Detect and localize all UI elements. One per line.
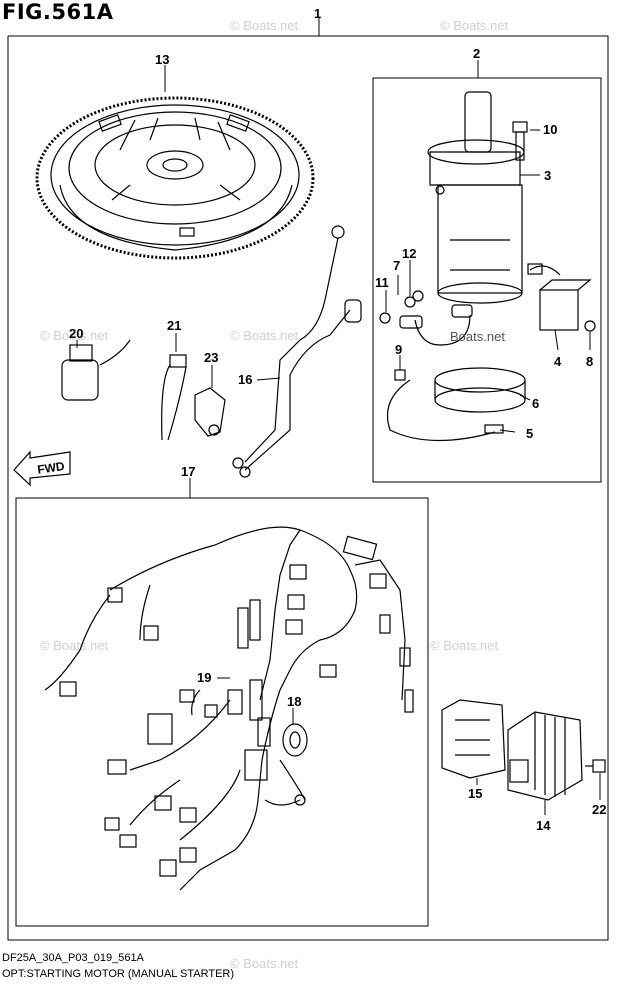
watermark: © Boats.net <box>230 956 299 971</box>
figure-title: FIG.561A <box>2 0 114 24</box>
watermark: © Boats.net <box>40 638 109 653</box>
flywheel-part <box>35 96 315 260</box>
callout-14: 14 <box>536 818 551 833</box>
watermarks: © Boats.net © Boats.net © Boats.net © Bo… <box>40 18 509 971</box>
callout-10: 10 <box>543 122 557 137</box>
watermark: © Boats.net <box>230 18 299 33</box>
callout-13: 13 <box>155 52 169 67</box>
cable-tie-part <box>161 354 187 441</box>
watermark: © Boats.net <box>230 328 299 343</box>
starter-relay-part <box>527 263 596 332</box>
outer-frame <box>7 18 609 941</box>
callout-17: 17 <box>181 464 195 479</box>
callout-18: 18 <box>287 694 301 709</box>
harness-frame <box>15 478 429 927</box>
watermark-center: Boats.net <box>450 329 505 344</box>
callout-1: 1 <box>314 6 321 21</box>
clamp-band-part <box>386 367 526 442</box>
figure-code: DF25A_30A_P03_019_561A <box>2 952 144 964</box>
bolt-part <box>512 121 528 161</box>
sensor-part <box>61 339 131 401</box>
battery-cable-part <box>232 225 362 478</box>
callout-21: 21 <box>167 318 181 333</box>
starter-motor-part <box>427 91 525 304</box>
callout-9: 9 <box>395 342 402 357</box>
callout-20: 20 <box>69 326 83 341</box>
callout-19: 19 <box>197 670 211 685</box>
callout-8: 8 <box>586 354 593 369</box>
starter-cable-part <box>379 290 473 346</box>
wiring-harness-part <box>44 526 414 891</box>
rectifier-part <box>441 699 606 801</box>
forward-label: FWD <box>36 459 65 477</box>
callout-4: 4 <box>554 354 562 369</box>
callout-6: 6 <box>532 396 539 411</box>
clip-part <box>194 387 226 437</box>
callout-7: 7 <box>393 258 400 273</box>
watermark: © Boats.net <box>440 18 509 33</box>
callout-23: 23 <box>204 350 218 365</box>
callout-11: 11 <box>375 275 389 290</box>
figure-caption: OPT:STARTING MOTOR (MANUAL STARTER) <box>2 968 235 980</box>
callout-15: 15 <box>468 786 482 801</box>
callout-2: 2 <box>473 46 480 61</box>
watermark: © Boats.net <box>430 638 499 653</box>
callout-5: 5 <box>526 426 533 441</box>
watermark: © Boats.net <box>40 328 109 343</box>
leader-lines <box>76 129 601 815</box>
callout-22: 22 <box>592 802 606 817</box>
forward-arrow-icon: FWD <box>13 450 71 487</box>
callout-16: 16 <box>238 372 252 387</box>
callout-3: 3 <box>544 168 551 183</box>
callout-12: 12 <box>402 246 416 261</box>
starter-motor-frame <box>372 60 602 483</box>
callout-labels: 1 2 3 4 5 6 7 8 9 10 11 12 13 14 15 16 1… <box>69 6 606 833</box>
